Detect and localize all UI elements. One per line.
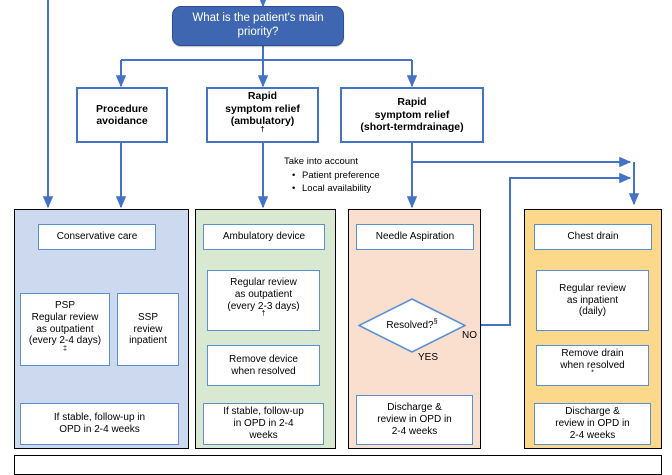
footnote-strip — [14, 455, 662, 475]
needle-aspiration-label: Needle Aspiration — [375, 231, 455, 243]
remove-line1: Remove device — [229, 353, 298, 365]
decision-no-label: NO — [462, 330, 477, 341]
root-question-line1: What is the patient's main — [192, 12, 324, 25]
root-question-line2: priority? — [237, 26, 279, 38]
resolved-decision-diamond[interactable]: Resolved?§ — [358, 298, 466, 353]
review-line1: Regular review — [559, 282, 626, 294]
review-line2: as outpatient — [234, 288, 293, 300]
note-bullet-list: •Patient preference •Local availability — [292, 170, 380, 196]
ambulatory-outcome-box[interactable]: If stable, follow-up in OPD in 2-4 weeks — [203, 403, 324, 445]
outcome-line1: If stable, follow-up — [223, 406, 304, 418]
needle-outcome-box[interactable]: Discharge & review in OPD in 2-4 weeks — [356, 395, 473, 445]
ssp-line3: inpatient — [129, 335, 167, 347]
outcome-line2: OPD in 2-4 weeks — [59, 424, 140, 435]
outcome-line1: Discharge & — [565, 406, 620, 418]
footnote-marker-section: § — [433, 316, 438, 326]
outcome-line1: Discharge & — [387, 402, 442, 414]
ambulatory-device-label: Ambulatory device — [222, 231, 306, 243]
remove-drain-box[interactable]: Remove drain when resolved* — [536, 345, 649, 386]
option-label-line2: symptom relief — [374, 108, 450, 121]
outcome-line3: 2-4 weeks — [569, 429, 616, 441]
conservative-care-box[interactable]: Conservative care — [38, 224, 156, 250]
psp-line4: (every 2-4 days)‡ — [28, 335, 102, 353]
outcome-line3: 2-4 weeks — [391, 425, 438, 437]
decision-yes-label: YES — [418, 352, 439, 363]
ssp-review-box[interactable]: SSP review inpatient — [117, 293, 179, 366]
chest-drain-review-box[interactable]: Regular review as inpatient (daily) — [536, 270, 649, 331]
option-label-line2: symptom relief — [225, 102, 300, 115]
note-bullet-item: •Local availability — [292, 182, 372, 194]
outcome-line2: in OPD in 2-4 — [233, 418, 294, 430]
ssp-line2: review — [133, 323, 163, 335]
review-line1: Regular review — [230, 276, 297, 288]
needle-aspiration-box[interactable]: Needle Aspiration — [356, 224, 474, 250]
footnote-marker-asterisk: * — [591, 368, 594, 378]
chest-drain-box[interactable]: Chest drain — [534, 224, 652, 250]
option-rapid-short-term-drainage[interactable]: Rapid symptom relief (short-termdrainage… — [340, 87, 484, 143]
psp-line2: Regular review — [31, 311, 99, 323]
option-label-line3: (short-termdrainage) — [360, 121, 464, 134]
ssp-line1: SSP — [137, 311, 158, 323]
option-label-line2: avoidance — [96, 115, 148, 127]
footnote-marker-dagger: † — [261, 308, 266, 318]
bullet-dot-icon: • — [292, 182, 296, 194]
outcome-line1: If stable, follow-up in — [53, 412, 146, 424]
footnote-marker-double-dagger: ‡ — [63, 343, 67, 353]
psp-line1: PSP — [54, 300, 75, 311]
chest-drain-outcome-box[interactable]: Discharge & review in OPD in 2-4 weeks — [534, 403, 651, 445]
option-label-line1: Procedure — [96, 102, 148, 115]
chest-drain-label: Chest drain — [567, 231, 619, 243]
option-label-line1: Rapid — [247, 90, 278, 103]
resolved-decision-label: Resolved?§ — [386, 316, 438, 331]
option-procedure-avoidance[interactable]: Procedure avoidance — [76, 87, 168, 143]
conservative-outcome-box[interactable]: If stable, follow-up in OPD in 2-4 weeks — [20, 403, 179, 445]
review-line2: as inpatient — [566, 294, 619, 306]
remove-line2: when resolved — [231, 365, 296, 377]
outcome-line2: review in OPD in — [555, 418, 630, 430]
note-heading: Take into account — [284, 156, 358, 167]
note-bullet-item: •Patient preference — [292, 170, 380, 181]
ambulatory-review-box[interactable]: Regular review as outpatient (every 2-3 … — [207, 270, 320, 331]
diamond-shape — [358, 298, 466, 353]
remove-device-box[interactable]: Remove device when resolved — [207, 345, 320, 386]
review-line3: (daily) — [578, 306, 607, 318]
root-question-box[interactable]: What is the patient's main priority? — [172, 6, 344, 46]
psp-review-box[interactable]: PSP Regular review as outpatient (every … — [20, 293, 110, 366]
conservative-care-label: Conservative care — [56, 231, 138, 243]
review-line3: (every 2-3 days)† — [227, 300, 300, 318]
remove-line1: Remove drain — [561, 347, 624, 359]
option-rapid-ambulatory[interactable]: Rapid symptom relief (ambulatory)† — [206, 87, 319, 143]
option-label-line1: Rapid — [397, 96, 427, 109]
ambulatory-device-box[interactable]: Ambulatory device — [203, 224, 325, 250]
footnote-marker-dagger: † — [260, 124, 265, 134]
option-label-line3: (ambulatory)† — [230, 115, 295, 134]
remove-line2: when resolved* — [560, 359, 625, 378]
bullet-dot-icon: • — [292, 170, 296, 181]
outcome-line2: review in OPD in — [377, 414, 452, 426]
outcome-line3: weeks — [249, 429, 278, 441]
psp-line3: as outpatient — [36, 323, 94, 335]
